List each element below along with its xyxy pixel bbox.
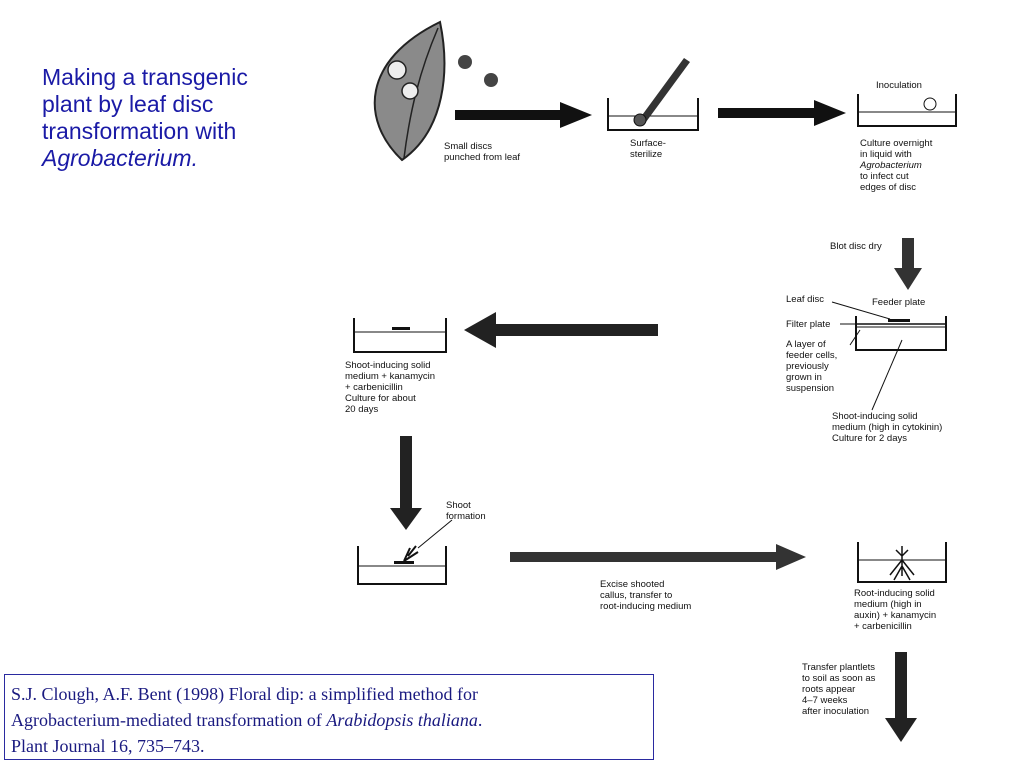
leaf-disc-icon xyxy=(484,73,498,87)
label-shoot-medium-cytokinin: Shoot-inducing solid medium (high in cyt… xyxy=(832,411,945,444)
citation-line: S.J. Clough, A.F. Bent (1998) Floral dip… xyxy=(11,684,479,704)
arrow-down xyxy=(390,436,422,530)
citation-species: Arabidopsis thaliana xyxy=(326,710,478,730)
arrow-right xyxy=(510,544,806,570)
label-transfer-soil: Transfer plantlets to soil as soon as ro… xyxy=(802,662,878,717)
label-inoculation: Inoculation xyxy=(876,80,922,91)
feeder-plate-dish xyxy=(831,301,947,411)
label-surface-sterilize: Surface-sterilize xyxy=(630,138,666,160)
title-line: transformation with xyxy=(42,118,237,144)
arrow-down xyxy=(894,238,922,290)
label-shoot-medium-kanamycin: Shoot-inducing solid medium + kanamycin … xyxy=(345,360,438,415)
leaf-disc-icon xyxy=(458,55,472,69)
petri-dish-icon xyxy=(607,58,699,131)
citation-text: Agrobacterium-mediated transformation of xyxy=(11,710,327,730)
label-leaf-disc: Leaf disc xyxy=(786,294,824,305)
petri-dish-icon xyxy=(357,519,453,585)
arrow-down xyxy=(885,652,917,742)
petri-dish-icon xyxy=(353,318,447,353)
label-filter-plate: Filter plate xyxy=(786,319,830,330)
title-line: plant by leaf disc xyxy=(42,91,214,117)
label-culture-overnight: Culture overnight in liquid with Agrobac… xyxy=(859,138,935,193)
label-root-medium: Root-inducing solid medium (high in auxi… xyxy=(854,588,939,632)
citation-line: Agrobacterium-mediated transformation of… xyxy=(11,707,653,733)
label-excise: Excise shooted callus, transfer to root-… xyxy=(600,579,691,612)
slide-title: Making a transgenic plant by leaf disc t… xyxy=(42,64,332,172)
arrow-right xyxy=(718,100,846,126)
citation-line: Plant Journal 16, 735–743. xyxy=(11,736,205,756)
petri-dish-icon xyxy=(857,542,947,583)
arrow-right xyxy=(455,102,592,128)
leaf-icon xyxy=(373,20,446,162)
label-feeder-cells: A layer of feeder cells, previously grow… xyxy=(786,339,840,394)
arrow-left xyxy=(464,312,658,348)
citation-period: . xyxy=(477,710,483,730)
title-line: Making a transgenic xyxy=(42,64,248,90)
petri-dish-icon xyxy=(857,94,957,127)
label-shoot-formation: Shoot formation xyxy=(446,500,486,522)
title-italic-line: Agrobacterium. xyxy=(42,145,198,171)
label-feeder-plate: Feeder plate xyxy=(872,297,925,308)
label-blot-dry: Blot disc dry xyxy=(830,241,882,252)
citation-box: S.J. Clough, A.F. Bent (1998) Floral dip… xyxy=(4,674,654,760)
